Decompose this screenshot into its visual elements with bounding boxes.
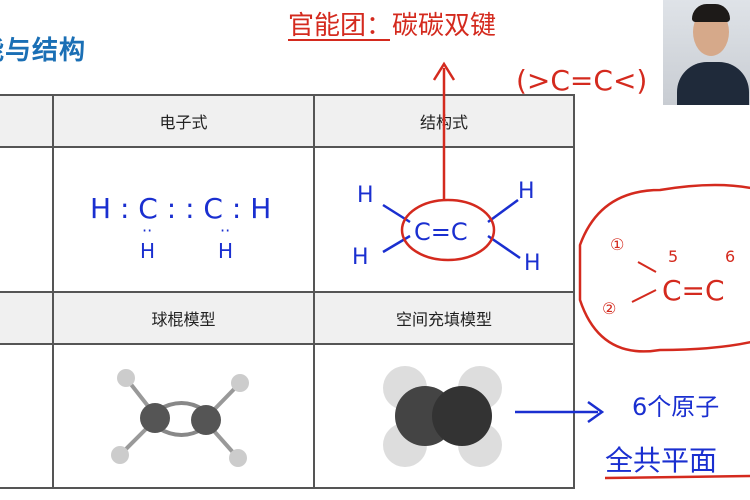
electron-dots-left: ·· [142, 221, 152, 240]
electron-h-bottom-right: H [218, 239, 233, 263]
atom-label-6: 6 [725, 247, 735, 266]
electron-h-bottom-left: H [140, 239, 155, 263]
presenter-hair [692, 4, 730, 22]
header-space-filling-model: 空间充填模型 [313, 291, 575, 345]
electron-dots-right: ·· [220, 221, 230, 240]
header-cell-empty-2 [0, 291, 54, 345]
webcam-overlay [663, 0, 750, 105]
ball-stick-cell [52, 343, 315, 489]
coplanar-note: 全共平面 [605, 444, 717, 477]
functional-group-note: 官能团：碳碳双键 [288, 11, 496, 41]
atom-label-5: 5 [668, 247, 678, 266]
electron-formula-cell [52, 146, 315, 293]
ball-stick-model [111, 369, 249, 467]
structural-bonds [382, 198, 521, 260]
structural-h: H [352, 245, 369, 270]
cell-empty-3 [0, 343, 54, 489]
six-atoms-note: 6个原子 [632, 393, 719, 421]
red-bubble [578, 183, 750, 353]
ethylene-structure-table: 电子式 结构式 球棍模型 空间充填模型 [0, 94, 575, 489]
structural-cc: C=C [414, 218, 468, 246]
structural-h: H [357, 183, 374, 208]
structural-h: H [524, 251, 541, 276]
presenter-body [677, 62, 749, 105]
space-filling-model [383, 366, 502, 467]
slide-title: 能与结构 [0, 36, 87, 66]
electron-formula-text: H : C : : C : H [90, 192, 271, 225]
atom-label-2: ② [602, 299, 616, 318]
c-double-bond-note: C=C [662, 274, 725, 307]
double-bond-circle [400, 198, 496, 262]
structural-h: H [518, 179, 535, 204]
header-cell-empty [0, 94, 54, 148]
cell-empty [0, 146, 54, 293]
header-electron-formula: 电子式 [52, 94, 315, 148]
atom-label-1: ① [610, 235, 624, 254]
bond-symbol-note: (>C=C<) [516, 64, 647, 97]
header-ball-stick-model: 球棍模型 [52, 291, 315, 345]
